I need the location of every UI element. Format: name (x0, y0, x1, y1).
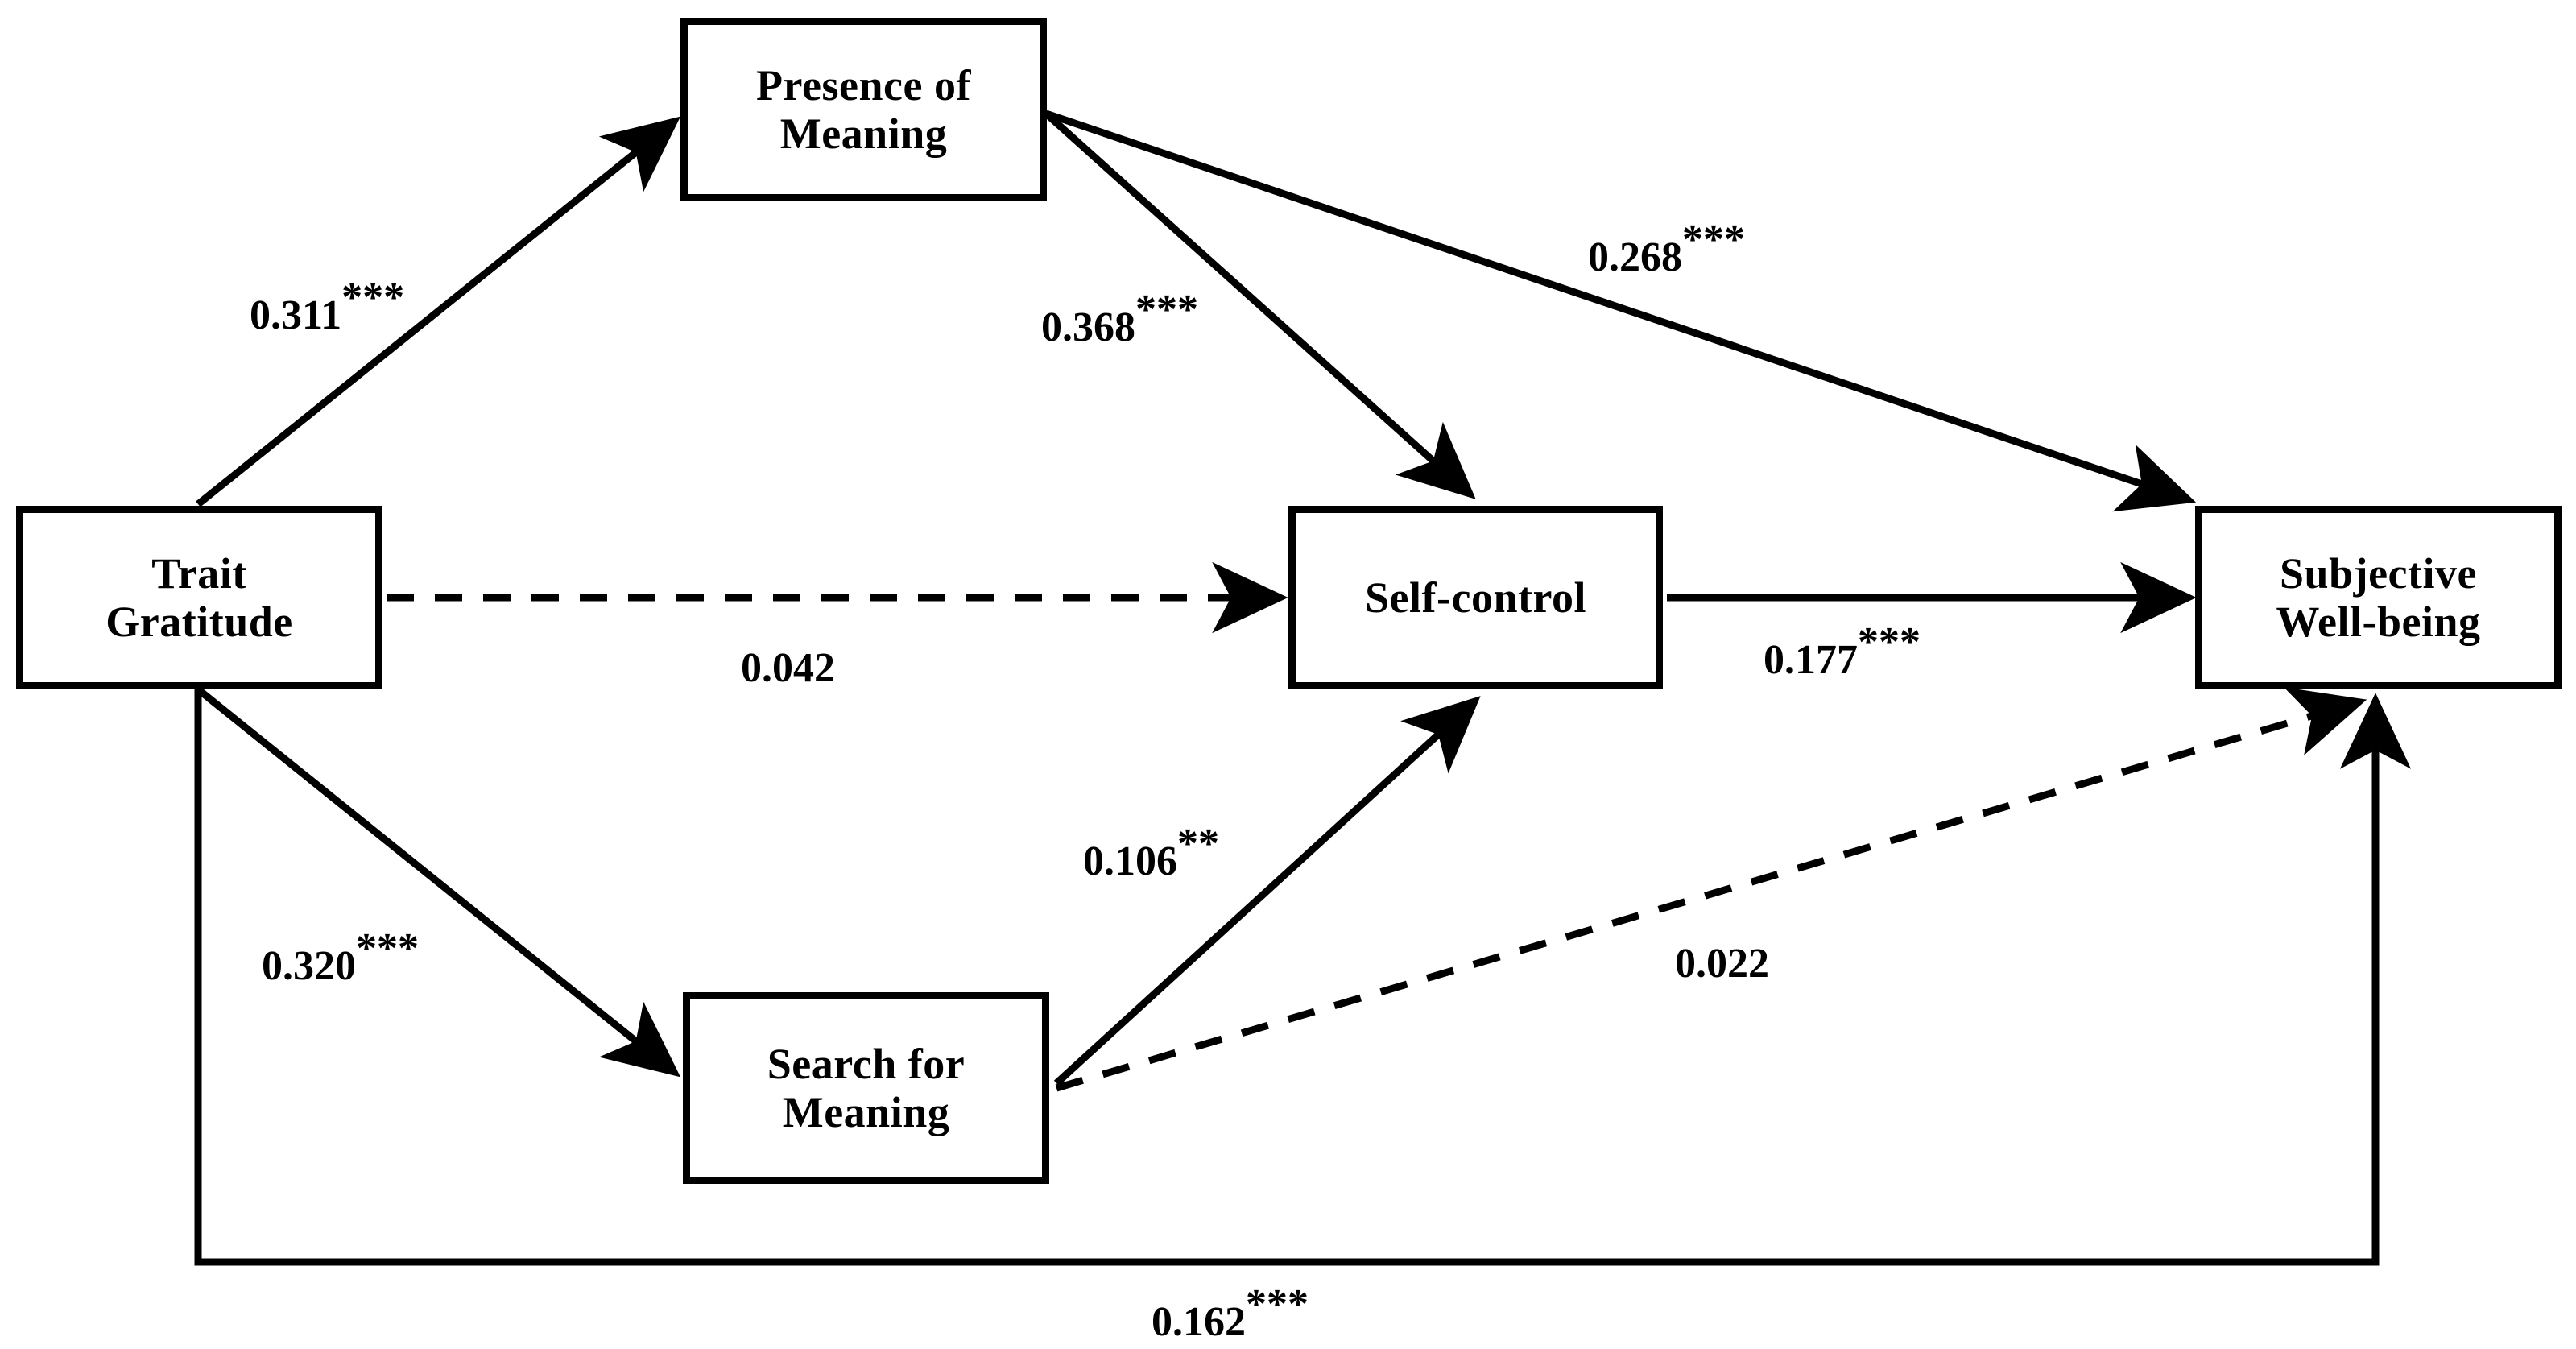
edge-coefficient-tg-to-sfm: 0.320 (262, 943, 356, 989)
node-label-trait-gratitude: Trait Gratitude (105, 548, 293, 646)
node-label-subjective-well-being: Subjective Well-being (2276, 548, 2481, 646)
edge-coefficient-tg-to-pom: 0.311 (250, 292, 342, 338)
node-self-control[interactable]: Self-control (1288, 506, 1663, 689)
edge-label-pom-to-sc: 0.368*** (1041, 286, 1198, 351)
edge-label-sfm-to-sc: 0.106** (1083, 820, 1219, 885)
edge-stars-pom-to-sc: *** (1135, 287, 1198, 333)
edge-stars-tg-to-sfm: *** (356, 925, 419, 971)
edge-line-pom-to-swb (1044, 110, 2197, 512)
edge-line-tg-to-sfm (196, 686, 681, 1078)
edge-line-sfm-to-swb (1055, 687, 2367, 1092)
edge-coefficient-sfm-to-swb: 0.022 (1675, 941, 1769, 987)
node-label-search-for-meaning: Search for Meaning (767, 1039, 965, 1136)
node-subjective-well-being[interactable]: Subjective Well-being (2195, 506, 2562, 689)
edge-line-sfm-to-sc (1053, 696, 1481, 1086)
edge-line-tg-to-swb (194, 689, 2412, 1266)
edge-line-pom-to-sc (1043, 110, 1476, 499)
edge-coefficient-pom-to-swb: 0.268 (1588, 234, 1682, 280)
node-presence-of-meaning[interactable]: Presence of Meaning (680, 18, 1047, 201)
edge-stars-tg-to-pom: *** (341, 275, 405, 321)
edge-label-tg-to-pom: 0.311*** (250, 274, 404, 339)
edge-coefficient-pom-to-sc: 0.368 (1041, 304, 1135, 350)
edge-label-sc-to-swb: 0.177*** (1764, 619, 1921, 684)
edge-coefficient-sfm-to-sc: 0.106 (1083, 838, 1177, 884)
edge-line-tg-to-pom (196, 116, 681, 507)
edge-stars-sc-to-swb: *** (1858, 619, 1921, 665)
edge-label-sfm-to-swb: 0.022 (1675, 922, 1769, 987)
node-label-presence-of-meaning: Presence of Meaning (756, 60, 971, 158)
node-trait-gratitude[interactable]: Trait Gratitude (16, 506, 382, 689)
edge-label-tg-to-swb: 0.162*** (1152, 1281, 1309, 1346)
edge-stars-tg-to-swb: *** (1246, 1281, 1309, 1327)
edge-coefficient-tg-to-swb: 0.162 (1152, 1299, 1246, 1345)
node-search-for-meaning[interactable]: Search for Meaning (683, 992, 1049, 1184)
edge-label-tg-to-sc: 0.042 (741, 627, 835, 692)
edge-stars-pom-to-swb: *** (1682, 217, 1745, 263)
node-label-self-control: Self-control (1365, 573, 1586, 622)
edge-label-tg-to-sfm: 0.320*** (262, 925, 419, 990)
edge-stars-sfm-to-sc: ** (1177, 821, 1219, 867)
edge-coefficient-tg-to-sc: 0.042 (741, 645, 835, 691)
edge-label-pom-to-swb: 0.268*** (1588, 216, 1745, 281)
edge-coefficient-sc-to-swb: 0.177 (1764, 637, 1858, 683)
